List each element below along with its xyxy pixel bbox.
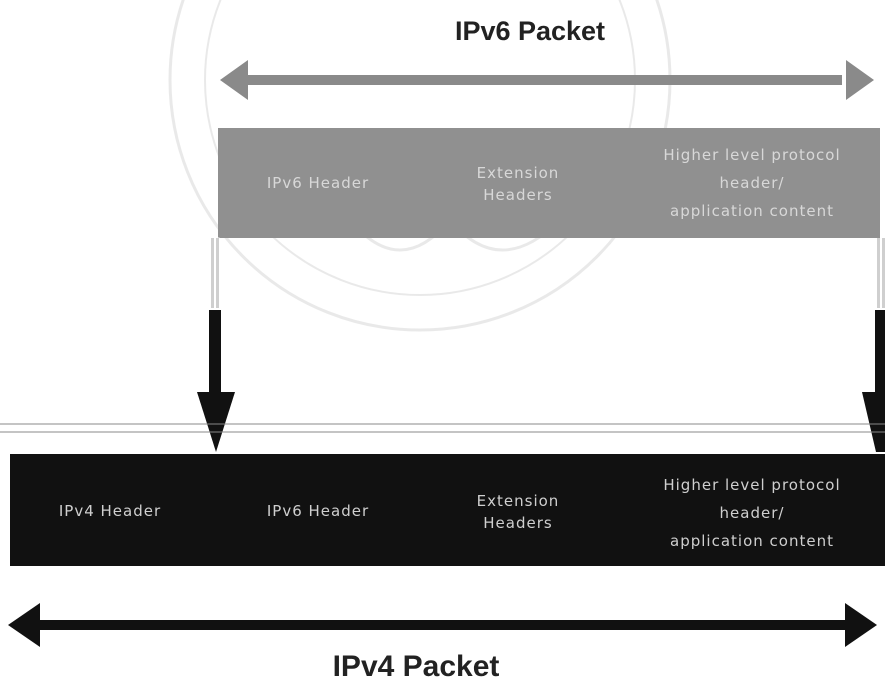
encapsulated-upper-layer-line3: application content <box>670 532 834 550</box>
ipv6-extension-headers-field: Extension Headers <box>477 164 560 204</box>
ipv4-header-field: IPv4 Header <box>59 502 161 520</box>
encapsulated-upper-layer-field: Higher level protocol header/ applicatio… <box>663 476 840 550</box>
encapsulation-right-arrow <box>862 238 885 452</box>
encapsulated-upper-layer-line2: header/ <box>720 504 785 522</box>
ipv6-header-field: IPv6 Header <box>267 174 369 192</box>
ipv4-packet-box: IPv4 Header IPv6 Header Extension Header… <box>10 454 885 566</box>
ipv6-span-arrow <box>220 60 874 100</box>
ipv4-header-label: IPv4 Header <box>59 502 161 520</box>
extension-headers-label-line1: Extension <box>477 164 560 182</box>
separator-lines <box>0 423 885 433</box>
upper-layer-label-line1: Higher level protocol <box>663 146 840 164</box>
ipv6-packet-title: IPv6 Packet <box>455 16 605 46</box>
extension-headers-label-line2: Headers <box>483 186 552 204</box>
encapsulation-left-arrow <box>197 237 235 452</box>
upper-layer-label-line2: header/ <box>720 174 785 192</box>
ipv6-upper-layer-field: Higher level protocol header/ applicatio… <box>663 146 840 220</box>
encapsulated-ipv6-header-label: IPv6 Header <box>267 502 369 520</box>
ipv6-header-label: IPv6 Header <box>267 174 369 192</box>
upper-layer-label-line3: application content <box>670 202 834 220</box>
encapsulated-extension-headers-line1: Extension <box>477 492 560 510</box>
encapsulated-extension-headers-line2: Headers <box>483 514 552 532</box>
encapsulated-extension-headers-field: Extension Headers <box>477 492 560 532</box>
ipv6-packet-box: IPv6 Header Extension Headers Higher lev… <box>218 128 880 238</box>
ipv4-span-arrow <box>8 603 877 647</box>
encapsulated-ipv6-header-field: IPv6 Header <box>267 502 369 520</box>
ipv4-packet-title: IPv4 Packet <box>333 650 500 683</box>
encapsulated-upper-layer-line1: Higher level protocol <box>663 476 840 494</box>
